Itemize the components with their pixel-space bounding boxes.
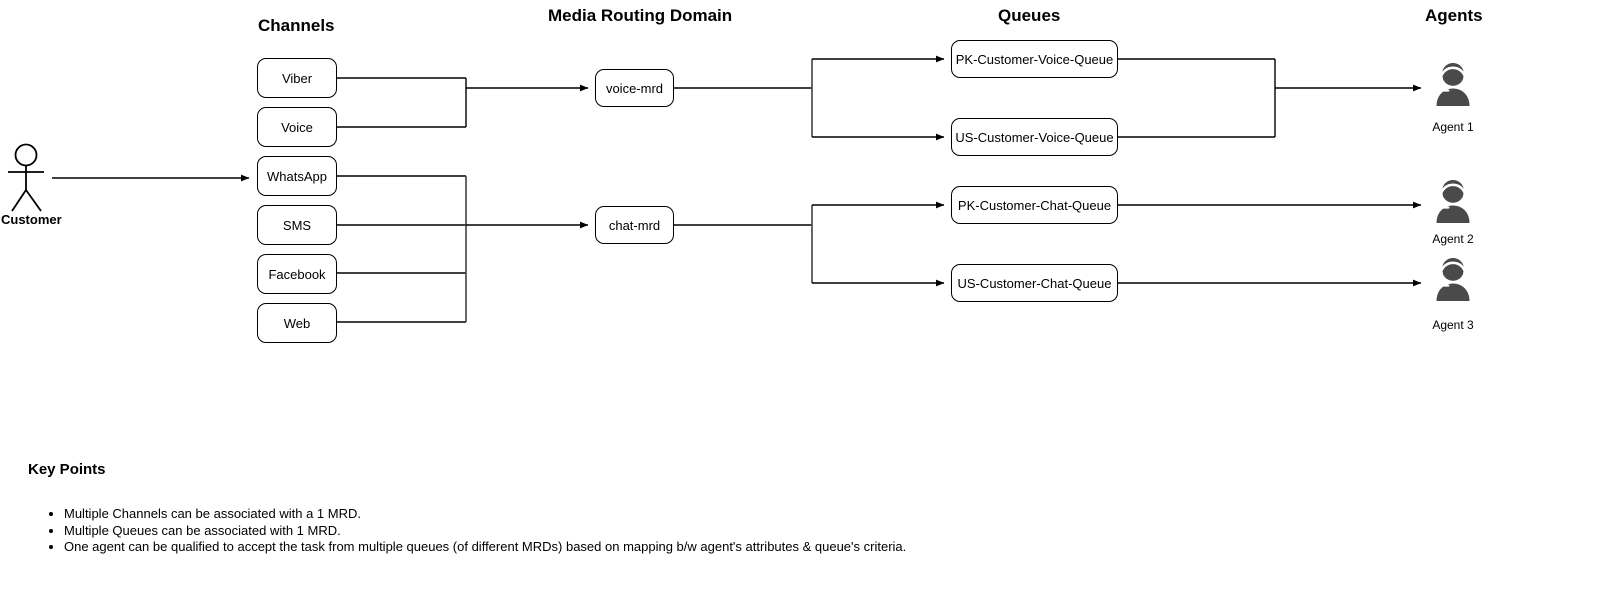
queue-node-pk-customer-chat-queue[interactable]: PK-Customer-Chat-Queue: [951, 186, 1118, 224]
chat-channel-bus: [337, 175, 589, 323]
voice-mrd-to-queues: [674, 55, 945, 141]
voice-queues-to-agent1: [1118, 58, 1422, 138]
key-points-list: Multiple Channels can be associated with…: [40, 506, 906, 556]
list-item: One agent can be qualified to accept the…: [64, 539, 906, 556]
chat-mrd-to-queues: [674, 201, 945, 287]
column-title-media-routing-domain: Media Routing Domain: [548, 6, 733, 25]
channel-node-voice[interactable]: Voice: [257, 107, 337, 147]
queue-node-us-customer-voice-queue[interactable]: US-Customer-Voice-Queue: [951, 118, 1118, 156]
key-points-title: Key Points: [28, 461, 106, 478]
list-item: Multiple Queues can be associated with 1…: [64, 523, 906, 540]
channel-node-viber[interactable]: Viber: [257, 58, 337, 98]
queue-node-us-customer-chat-queue[interactable]: US-Customer-Chat-Queue: [951, 264, 1118, 302]
column-title-agents: Agents: [1425, 6, 1483, 25]
voice-channel-bus: [337, 77, 589, 128]
headset-agent-icon: [1436, 258, 1470, 301]
list-item: Multiple Channels can be associated with…: [64, 506, 906, 523]
column-title-channels: Channels: [258, 16, 335, 35]
channel-node-facebook[interactable]: Facebook: [257, 254, 337, 294]
customer-stick-figure-icon: [8, 143, 44, 212]
column-title-queues: Queues: [998, 6, 1061, 25]
channel-node-web[interactable]: Web: [257, 303, 337, 343]
mrd-node-chat-mrd[interactable]: chat-mrd: [595, 206, 674, 244]
mrd-node-voice-mrd[interactable]: voice-mrd: [595, 69, 674, 107]
headset-agent-icon: [1436, 180, 1470, 223]
agent-label-2: Agent 2: [1432, 232, 1474, 246]
channel-node-whatsapp[interactable]: WhatsApp: [257, 156, 337, 196]
headset-agent-icon: [1436, 63, 1470, 106]
actor-label-customer: Customer: [1, 212, 62, 227]
agent-label-1: Agent 1: [1432, 120, 1474, 134]
agent-label-3: Agent 3: [1432, 318, 1474, 332]
queue-node-pk-customer-voice-queue[interactable]: PK-Customer-Voice-Queue: [951, 40, 1118, 78]
channel-node-sms[interactable]: SMS: [257, 205, 337, 245]
